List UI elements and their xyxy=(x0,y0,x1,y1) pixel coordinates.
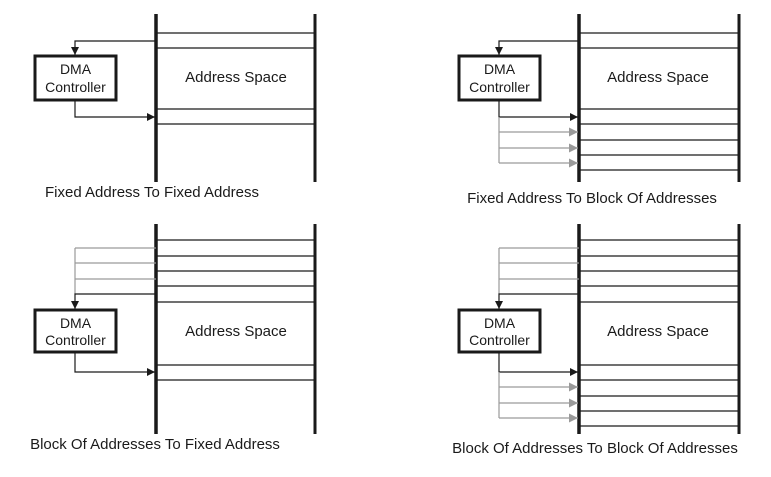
destination-write-arrow xyxy=(498,100,578,121)
dma-controller-label-line1: DMA xyxy=(60,315,92,331)
destination-write-arrow xyxy=(498,352,578,376)
address-space-label: Address Space xyxy=(607,69,709,86)
address-rows xyxy=(156,239,315,381)
dma-controller-label-line1: DMA xyxy=(60,61,92,77)
block-write-arrows xyxy=(498,372,578,423)
panel-block-to-fixed: Address Space DMA Controller Block Of Ad… xyxy=(30,224,317,453)
address-rows xyxy=(579,239,739,427)
panel-fixed-to-fixed: Address Space DMA Controller Fixed Addre… xyxy=(33,14,317,201)
address-space-label: Address Space xyxy=(185,69,287,86)
dma-controller-label-line2: Controller xyxy=(45,79,106,95)
dma-controller-label-line1: DMA xyxy=(484,315,516,331)
address-rows xyxy=(579,32,739,171)
block-write-arrows xyxy=(498,117,578,168)
address-rows xyxy=(156,32,315,125)
panel-fixed-to-block: Address Space DMA Controller Fixed Addre… xyxy=(457,14,741,207)
dma-controller-label-line2: Controller xyxy=(469,332,530,348)
panel-caption: Block Of Addresses To Fixed Address xyxy=(30,436,280,453)
dma-controller-label-line2: Controller xyxy=(45,332,106,348)
dma-controller-box xyxy=(457,54,542,102)
source-read-arrow xyxy=(71,293,156,309)
destination-write-arrow xyxy=(74,100,155,121)
dma-controller-label-line1: DMA xyxy=(484,61,516,77)
address-space-label: Address Space xyxy=(185,323,287,340)
panel-block-to-block: Address Space DMA Controller Block Of Ad… xyxy=(452,224,741,457)
block-read-lines xyxy=(74,247,156,294)
panel-caption: Block Of Addresses To Block Of Addresses xyxy=(452,440,738,457)
source-read-arrow xyxy=(495,293,579,309)
dma-controller-box xyxy=(457,308,542,354)
destination-write-arrow xyxy=(74,352,155,376)
dma-controller-label-line2: Controller xyxy=(469,79,530,95)
block-read-lines xyxy=(498,247,579,294)
address-space-label: Address Space xyxy=(607,323,709,340)
source-read-arrow xyxy=(495,40,579,55)
source-read-arrow xyxy=(71,40,156,55)
panel-caption: Fixed Address To Fixed Address xyxy=(45,184,259,201)
panel-caption: Fixed Address To Block Of Addresses xyxy=(467,190,717,207)
